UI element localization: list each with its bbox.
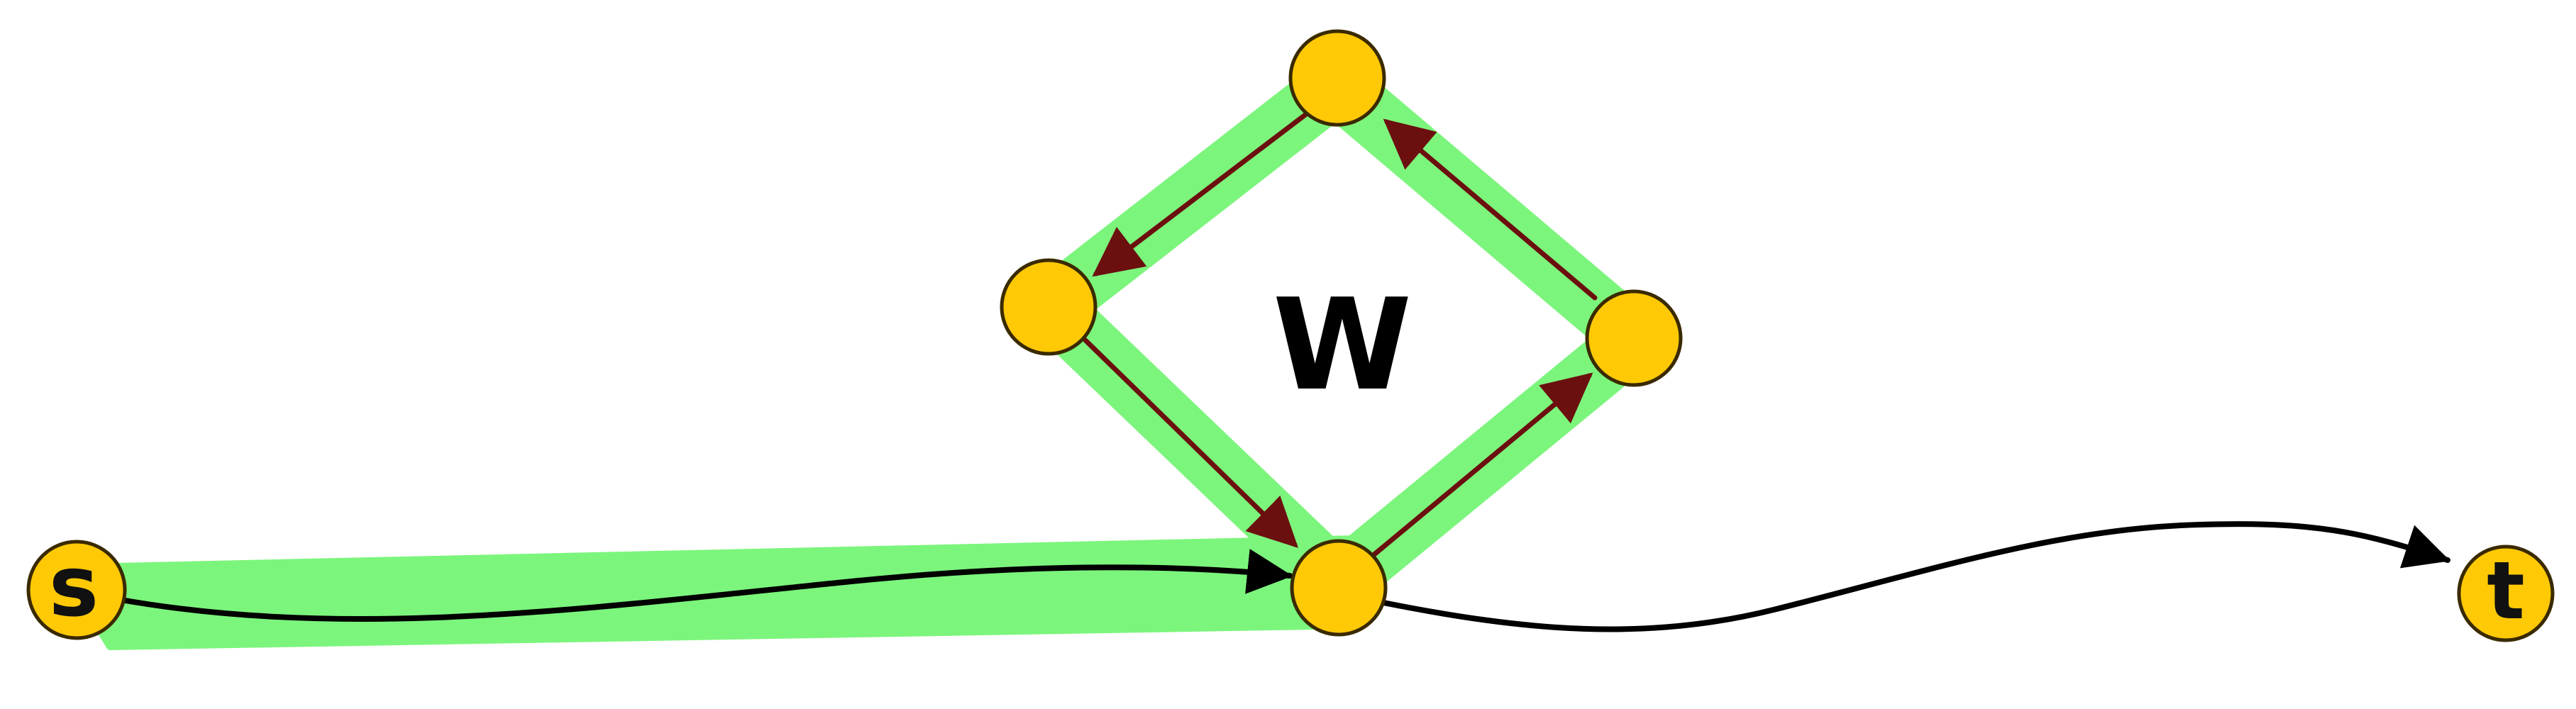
- node-s: s: [26, 537, 127, 640]
- edge-right-to-top: [1383, 118, 1598, 301]
- node-top: [1288, 29, 1386, 127]
- cycle-label-w: W: [1273, 272, 1412, 418]
- cycle-arrows: [1083, 109, 1598, 564]
- edge-left-to-v: [1083, 337, 1299, 548]
- node-t-label: t: [2487, 545, 2525, 637]
- node-right: [1585, 289, 1683, 387]
- edge-top-to-left: [1092, 109, 1312, 277]
- node-t: t: [2457, 545, 2555, 642]
- edge-v-to-t: [1381, 521, 2450, 632]
- node-left: [1000, 258, 1098, 356]
- edge-v-to-right: [1363, 372, 1593, 564]
- node-s-label: s: [49, 537, 99, 635]
- node-v: [1290, 539, 1388, 637]
- edge-s-to-v: [114, 549, 1293, 622]
- nodes: s t: [26, 29, 2555, 642]
